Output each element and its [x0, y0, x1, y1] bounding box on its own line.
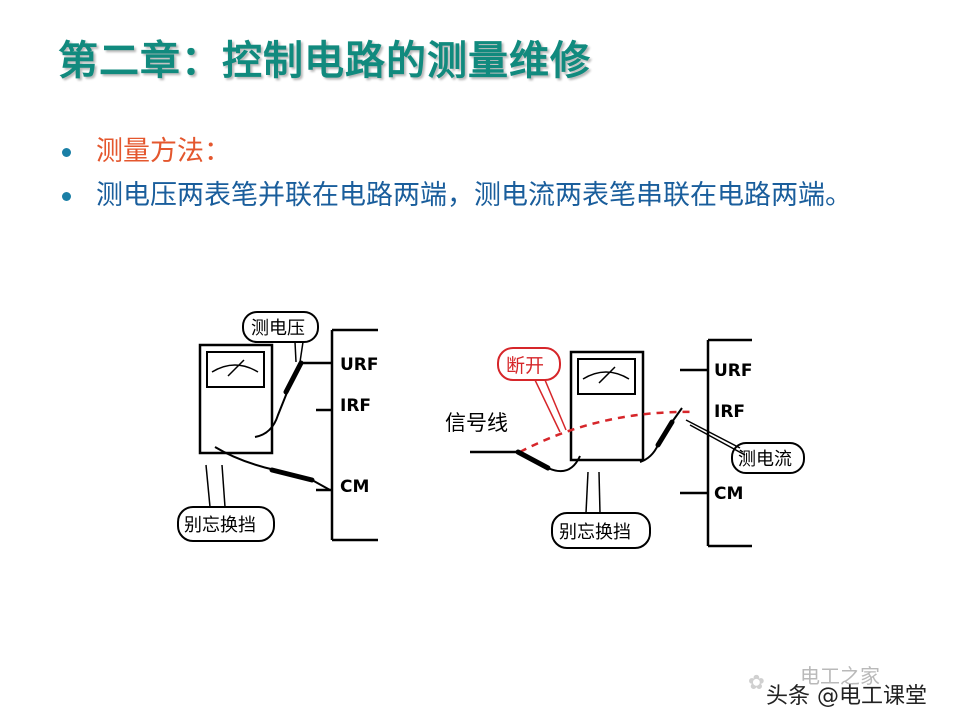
right-diagram: URF IRF CM 信号线 断开 测电流 别忘换挡	[445, 338, 805, 549]
terminal-label: URF	[340, 355, 379, 375]
watermark-faint: 电工之家	[800, 664, 880, 688]
broken-wire	[519, 410, 696, 454]
probe-icon	[283, 360, 304, 395]
callout-switch-range-label: 别忘换挡	[184, 515, 256, 536]
bullet-measure-rule: 测电压两表笔并联在电路两端，测电流两表笔串联在电路两端。	[60, 174, 920, 218]
bullet-text: 测量方法：	[96, 136, 231, 167]
probe-icon	[515, 449, 551, 471]
terminal-label: IRF	[714, 402, 745, 422]
callout-voltage-label: 测电压	[251, 318, 305, 339]
probe-icon	[269, 467, 315, 483]
bullet-dot-icon	[62, 192, 71, 201]
callout-bubble	[731, 442, 805, 474]
signal-line-label: 信号线	[445, 411, 508, 435]
callout-bubble	[242, 311, 319, 343]
wechat-icon: ✿	[748, 670, 765, 694]
bullet-text: 测电压两表笔并联在电路两端，测电流两表笔串联在电路两端。	[96, 180, 852, 211]
left-diagram: URF IRF CM 测电压 别忘换挡	[177, 311, 379, 542]
terminal-label: CM	[714, 484, 743, 504]
callout-bubble	[497, 347, 561, 381]
probe-icon	[655, 419, 675, 448]
bullet-list: 测量方法： 测电压两表笔并联在电路两端，测电流两表笔串联在电路两端。	[60, 130, 920, 218]
callout-bubble	[551, 512, 651, 549]
slide-title: 第二章：控制电路的测量维修	[58, 37, 591, 84]
callout-current-label: 测电流	[738, 449, 792, 470]
callout-switch-range-label: 别忘换挡	[559, 522, 631, 543]
callout-bubble	[177, 506, 275, 542]
terminal-label: CM	[340, 477, 369, 497]
meter-needle	[598, 366, 616, 384]
meter-needle	[227, 359, 245, 377]
terminal-label: URF	[714, 361, 753, 381]
bullet-dot-icon	[62, 148, 71, 157]
bullet-measure-method: 测量方法：	[60, 130, 920, 174]
watermark: 头条 @电工课堂	[766, 684, 927, 709]
callout-break-label: 断开	[506, 355, 544, 377]
terminal-label: IRF	[340, 396, 371, 416]
